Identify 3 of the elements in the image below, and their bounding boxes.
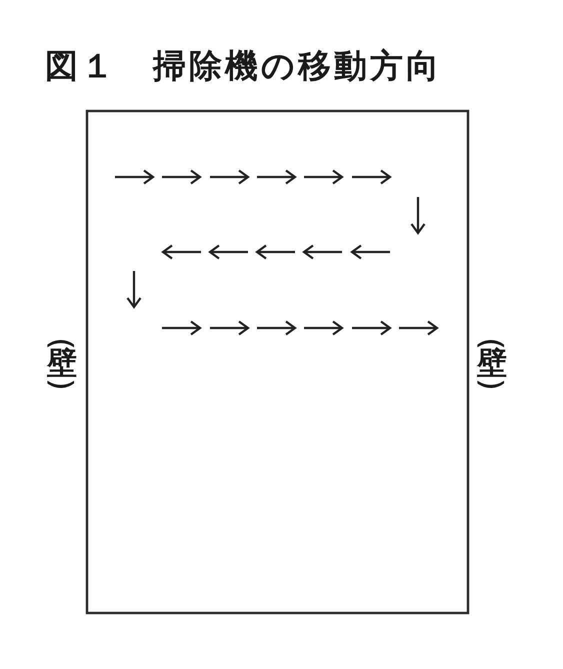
- wall-label: （壁）: [477, 327, 507, 400]
- figure-title: 図１ 掃除機の移動方向: [45, 46, 442, 86]
- wall-label: （壁）: [47, 327, 77, 400]
